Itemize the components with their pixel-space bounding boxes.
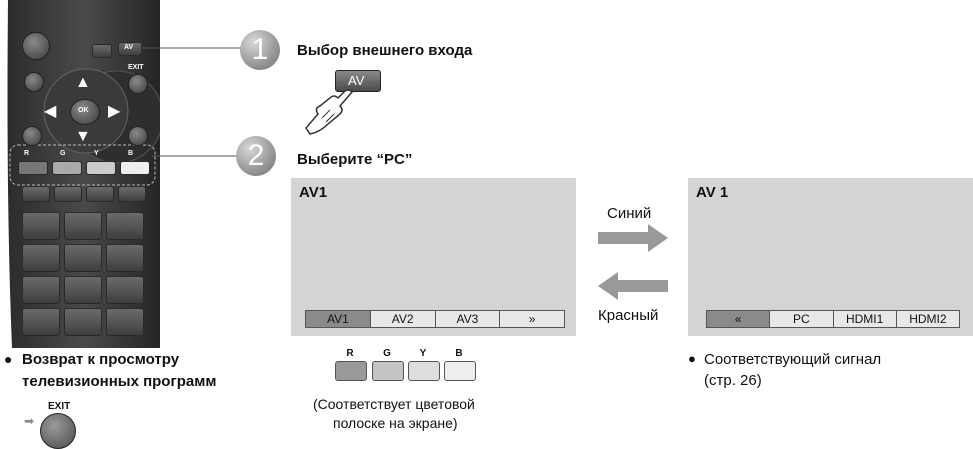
power-button[interactable] <box>22 32 50 60</box>
input-item-pc[interactable]: PC <box>770 311 834 327</box>
remote-number-button[interactable] <box>64 276 102 304</box>
input-selection-bar-right: « PC HDMI1 HDMI2 <box>706 310 960 328</box>
remote-control: AV EXIT ▲ ▼ ◀ ▶ OK R G Y B <box>0 0 160 348</box>
tv-screen-left: AV1 AV1 AV2 AV3 » <box>291 178 576 336</box>
av-button-label: AV <box>348 73 365 88</box>
remote-exit-button[interactable] <box>128 74 148 94</box>
arrow-left-icon[interactable]: ◀ <box>44 103 57 120</box>
screen-right-title: AV 1 <box>696 184 729 201</box>
remote-number-button[interactable] <box>106 276 144 304</box>
bullet-icon: ● <box>4 351 13 367</box>
remote-key-g-label: G <box>60 150 66 157</box>
remote-key-r[interactable] <box>18 161 48 175</box>
arrow-up-icon[interactable]: ▲ <box>75 74 91 91</box>
green-button[interactable] <box>372 361 404 381</box>
remote-blank-button[interactable] <box>92 44 112 58</box>
remote-left-round-button-2[interactable] <box>22 126 42 146</box>
arrow-down-icon[interactable]: ▼ <box>75 128 91 145</box>
remote-key-b[interactable] <box>120 161 150 175</box>
yellow-button[interactable] <box>408 361 440 381</box>
connector-lines <box>142 47 245 157</box>
remote-number-button[interactable] <box>106 308 144 336</box>
remote-number-button[interactable] <box>22 308 60 336</box>
exit-label: EXIT <box>48 401 71 412</box>
pointing-hand-icon <box>305 89 354 135</box>
color-caption-line2: полоске на экране) <box>333 415 458 431</box>
step-1-title: Выбор внешнего входа <box>297 42 473 59</box>
input-item-hdmi2[interactable]: HDMI2 <box>896 311 959 327</box>
av-button[interactable]: AV <box>335 70 381 92</box>
remote-key-g[interactable] <box>52 161 82 175</box>
remote-right-round-button-2[interactable] <box>128 126 148 146</box>
color-label-g: G <box>383 348 391 359</box>
input-item-av3[interactable]: AV3 <box>435 311 501 327</box>
input-item-prev[interactable]: « <box>707 311 771 327</box>
remote-ok-button[interactable]: OK <box>70 99 100 125</box>
remote-button[interactable] <box>54 186 82 202</box>
blue-button[interactable] <box>444 361 476 381</box>
remote-number-button[interactable] <box>22 276 60 304</box>
color-label-y: Y <box>419 348 427 359</box>
color-caption-line1: (Соответствует цветовой <box>313 396 475 412</box>
color-label-r: R <box>346 348 354 359</box>
remote-key-y[interactable] <box>86 161 116 175</box>
exit-button[interactable] <box>40 413 76 449</box>
blue-label: Синий <box>607 205 652 222</box>
remote-color-keys: R G Y B <box>16 150 152 180</box>
remote-key-b-label: B <box>128 150 134 157</box>
input-item-next[interactable]: » <box>500 311 564 327</box>
remote-key-y-label: Y <box>94 150 99 157</box>
input-item-av1[interactable]: AV1 <box>306 311 371 327</box>
remote-button[interactable] <box>22 186 50 202</box>
arrow-right-icon <box>598 224 668 252</box>
remote-key-r-label: R <box>24 150 30 157</box>
remote-number-button[interactable] <box>106 244 144 272</box>
remote-number-button[interactable] <box>64 212 102 240</box>
return-line2: телевизионных программ <box>22 373 217 390</box>
screen-left-title: AV1 <box>299 184 328 201</box>
remote-number-button[interactable] <box>22 244 60 272</box>
remote-number-button[interactable] <box>64 244 102 272</box>
color-label-b: B <box>455 348 463 359</box>
remote-av-button[interactable]: AV <box>118 42 142 56</box>
signal-line1: Соответствующий сигнал <box>704 351 882 368</box>
tv-screen-right: AV 1 « PC HDMI1 HDMI2 <box>688 178 973 336</box>
remote-button[interactable] <box>118 186 146 202</box>
remote-number-button[interactable] <box>106 212 144 240</box>
input-item-hdmi1[interactable]: HDMI1 <box>833 311 897 327</box>
input-selection-bar-left: AV1 AV2 AV3 » <box>305 310 565 328</box>
arrow-left-icon <box>598 272 668 300</box>
step-1-badge: 1 <box>240 30 280 70</box>
remote-av-label: AV <box>124 44 134 51</box>
signal-line2: (стр. 26) <box>704 372 762 389</box>
return-line1: Возврат к просмотру <box>22 351 180 368</box>
step-2-badge: 2 <box>236 136 276 176</box>
bullet-icon: ● <box>688 351 696 366</box>
arrow-right-icon[interactable]: ▶ <box>108 103 121 120</box>
remote-button[interactable] <box>86 186 114 202</box>
step-2-title: Выберите “PC” <box>297 151 413 168</box>
input-item-av2[interactable]: AV2 <box>370 311 436 327</box>
remote-number-button[interactable] <box>64 308 102 336</box>
remote-number-button[interactable] <box>22 212 60 240</box>
remote-ok-label: OK <box>78 107 89 114</box>
remote-exit-label: EXIT <box>128 64 144 71</box>
red-label: Красный <box>598 307 659 324</box>
arrow-right-small-icon: ➡ <box>24 414 35 428</box>
remote-left-round-button[interactable] <box>24 72 44 92</box>
red-button[interactable] <box>335 361 367 381</box>
